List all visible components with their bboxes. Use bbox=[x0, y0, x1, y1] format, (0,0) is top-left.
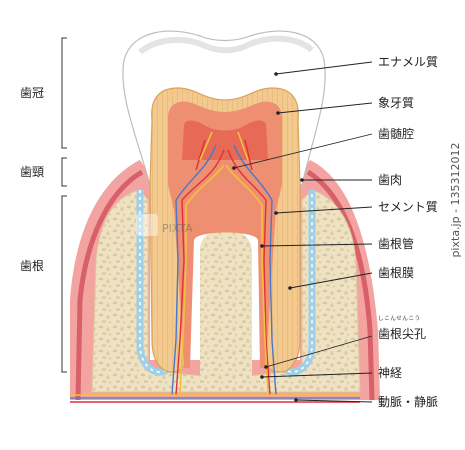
label-enamel: エナメル質 bbox=[378, 54, 438, 69]
label-nerve: 神経 bbox=[378, 366, 402, 380]
bracket-crown bbox=[61, 37, 67, 149]
periodontal-membrane-dots bbox=[139, 190, 313, 373]
label-root-canal: 歯根管 bbox=[378, 236, 414, 251]
leader-periodontal-membrane bbox=[289, 272, 373, 289]
watermark-id: pixta.jp - 135312012 bbox=[449, 142, 462, 257]
leader-apical-foramen-dot bbox=[264, 365, 268, 369]
watermark-logo: PIXTA bbox=[136, 214, 193, 236]
leader-enamel bbox=[275, 61, 373, 75]
leader-pulp-cavity-dot bbox=[232, 166, 236, 170]
leader-apical-foramen bbox=[265, 335, 373, 368]
label-pulp-cavity: 歯髄腔 bbox=[378, 126, 414, 141]
leader-periodontal-membrane-dot bbox=[288, 286, 292, 290]
label-root: 歯根 bbox=[20, 259, 44, 273]
leader-enamel-dot bbox=[274, 72, 278, 76]
label-gum: 歯肉 bbox=[378, 173, 402, 187]
vein-main bbox=[171, 144, 277, 396]
leader-artery-vein bbox=[295, 399, 373, 403]
leader-cementum-dot bbox=[274, 211, 278, 215]
inter-root-bone bbox=[200, 229, 252, 380]
gum-rim bbox=[75, 169, 375, 401]
label-dentin: 象牙質 bbox=[378, 95, 414, 110]
leader-root-canal-dot bbox=[260, 244, 264, 248]
leader-root-canal bbox=[261, 243, 373, 247]
leader-dentin bbox=[277, 102, 373, 114]
leader-cementum bbox=[275, 206, 373, 214]
label-neck: 歯頸 bbox=[20, 165, 44, 179]
nerve-main bbox=[179, 131, 269, 396]
watermark-logo-text: PIXTA bbox=[162, 222, 193, 235]
label-artery-vein: 動脈・静脈 bbox=[378, 395, 438, 409]
leader-nerve-dot bbox=[260, 375, 264, 379]
artery-main bbox=[175, 139, 271, 396]
label-apical-foramen: 歯根尖孔 bbox=[378, 327, 426, 341]
leader-nerve bbox=[261, 372, 373, 378]
leader-artery-vein-dot bbox=[294, 398, 298, 402]
leader-gum-dot bbox=[300, 178, 304, 182]
label-periodontal-membrane: 歯根膜 bbox=[378, 266, 414, 280]
label-cementum: セメント質 bbox=[378, 199, 438, 214]
enamel-shading bbox=[138, 35, 314, 55]
label-crown: 歯冠 bbox=[20, 86, 44, 100]
bracket-root bbox=[61, 195, 67, 373]
leader-dentin-dot bbox=[276, 111, 280, 115]
leader-pulp-cavity bbox=[233, 133, 373, 169]
label-apical-foramen-ruby: しこんせんこう bbox=[378, 315, 421, 322]
bracket-neck bbox=[61, 157, 67, 187]
